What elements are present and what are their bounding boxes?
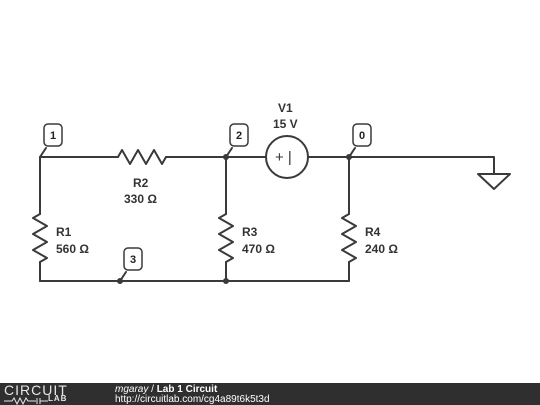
breadcrumb: mgaray / Lab 1 Circuit	[115, 384, 217, 395]
v1-name: V1	[278, 101, 293, 115]
wire-v1-to-ground	[307, 156, 495, 174]
node-tag-1-label: 1	[50, 130, 56, 142]
logo-text-top: CIRCUIT	[4, 382, 68, 398]
junction-dot	[223, 278, 229, 284]
footer-bar: CIRCUIT LAB mgaray / Lab 1 Circuit http:…	[0, 382, 540, 405]
r1-name: R1	[56, 225, 72, 239]
node-tag-3[interactable]: 3	[119, 247, 143, 282]
node-tag-0[interactable]: 0	[348, 123, 372, 158]
resistor-r3[interactable]: R3 470 Ω	[218, 213, 275, 263]
r2-name: R2	[133, 176, 149, 190]
circuitlab-logo[interactable]: CIRCUIT LAB	[4, 382, 94, 405]
node-tag-3-label: 3	[130, 254, 136, 266]
wires	[39, 156, 495, 282]
r3-name: R3	[242, 225, 258, 239]
circuit-url-link[interactable]: http://circuitlab.com/cg4a89t6k5t3d	[115, 394, 270, 405]
node-tag-1[interactable]: 1	[39, 123, 63, 158]
breadcrumb-user-link[interactable]: mgaray	[115, 384, 149, 395]
voltage-source-v1[interactable]: + | V1 15 V	[265, 101, 309, 179]
r4-name: R4	[365, 225, 381, 239]
circuit-schematic: R2 330 Ω R1 560 Ω R3 470 Ω R4 240 Ω + | …	[32, 101, 511, 284]
resistor-r4[interactable]: R4 240 Ω	[341, 213, 398, 263]
node-tag-0-label: 0	[359, 130, 365, 142]
node-tag-2[interactable]: 2	[225, 123, 249, 158]
v1-value: 15 V	[273, 117, 298, 131]
circuit-title[interactable]: Lab 1 Circuit	[156, 384, 218, 395]
resistor-r2[interactable]: R2 330 Ω	[117, 149, 167, 206]
r4-value: 240 Ω	[365, 242, 398, 256]
resistor-r1[interactable]: R1 560 Ω	[32, 213, 89, 263]
breadcrumb-separator: /	[151, 384, 154, 395]
v1-polarity-symbol: + |	[275, 149, 292, 166]
r2-value: 330 Ω	[124, 192, 157, 206]
junctions	[117, 154, 352, 284]
node-tag-2-label: 2	[236, 130, 242, 142]
r1-value: 560 Ω	[56, 242, 89, 256]
logo-circuit-mark-icon	[4, 397, 48, 405]
logo-text-bottom: LAB	[48, 394, 68, 403]
ground-icon[interactable]	[477, 173, 511, 190]
r3-value: 470 Ω	[242, 242, 275, 256]
